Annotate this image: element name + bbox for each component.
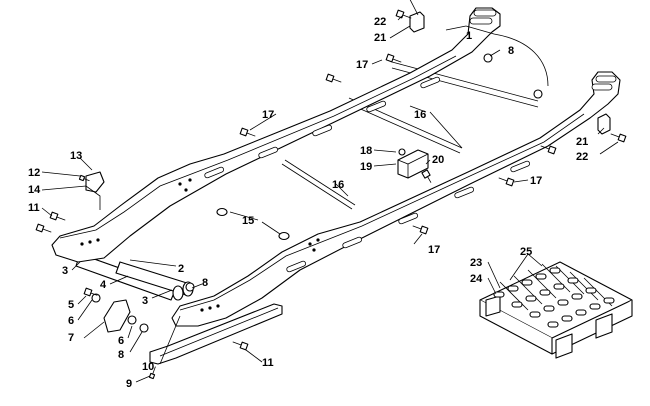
callout-19: 19 — [360, 161, 372, 173]
callout-24: 24 — [470, 273, 483, 285]
callout-10: 10 — [142, 361, 154, 373]
callout-25: 25 — [520, 246, 532, 258]
nut-8d — [185, 282, 195, 292]
callout-8b: 8 — [202, 277, 208, 289]
callout-8a: 8 — [508, 45, 514, 57]
callout-23: 23 — [470, 257, 482, 269]
callout-15: 15 — [242, 215, 254, 227]
nut-18 — [398, 148, 406, 156]
slide-wear-strip — [149, 303, 283, 365]
washer-6a — [91, 293, 101, 303]
callout-labels: 1 2 3 3 4 5 6 6 7 8 8 8 9 10 11 11 12 13… — [28, 16, 588, 390]
callout-18: 18 — [360, 145, 372, 157]
nut-8b — [533, 89, 543, 99]
leader-lines — [41, 0, 619, 383]
rail-front — [171, 71, 621, 327]
callout-14: 14 — [28, 184, 41, 196]
cross-shaft-lower — [281, 159, 356, 210]
callout-21a: 21 — [374, 32, 386, 44]
cross-shaft-upper — [391, 61, 539, 108]
callout-8c: 8 — [118, 349, 124, 361]
callout-13: 13 — [70, 150, 82, 162]
reflector-clip — [85, 171, 105, 193]
washer-15a — [216, 207, 228, 217]
washer-15b — [278, 231, 290, 241]
callout-11b: 11 — [262, 357, 274, 369]
callout-2: 2 — [178, 263, 184, 275]
callout-21b: 21 — [576, 136, 588, 148]
bumper-block — [103, 299, 131, 333]
callout-17c: 17 — [530, 175, 542, 187]
callout-3a: 3 — [62, 265, 68, 277]
callout-22b: 22 — [576, 151, 588, 163]
rail-bracket-lower — [597, 113, 611, 135]
callout-3b: 3 — [142, 295, 148, 307]
callout-1: 1 — [466, 30, 472, 42]
nut-8c — [139, 323, 149, 333]
callout-4: 4 — [100, 279, 107, 291]
track-clips — [493, 267, 615, 328]
callout-6a: 6 — [68, 315, 74, 327]
callout-11a: 11 — [28, 202, 40, 214]
bolts — [35, 9, 627, 380]
callout-16b: 16 — [332, 179, 344, 191]
callout-9: 9 — [126, 378, 132, 390]
track-inset — [479, 261, 633, 359]
callout-17a: 17 — [356, 59, 368, 71]
callout-17b: 17 — [262, 109, 274, 121]
callout-20: 20 — [432, 154, 444, 166]
rail-back — [51, 7, 501, 263]
washer-6b — [127, 315, 137, 325]
callout-17d: 17 — [428, 244, 440, 256]
callout-16a: 16 — [414, 109, 426, 121]
callout-5: 5 — [68, 299, 74, 311]
callout-22a: 22 — [374, 16, 386, 28]
callout-6b: 6 — [118, 335, 124, 347]
callout-7: 7 — [68, 332, 74, 344]
stopper-block — [397, 149, 429, 179]
rail-bracket-upper — [409, 11, 425, 33]
callout-12: 12 — [28, 167, 40, 179]
